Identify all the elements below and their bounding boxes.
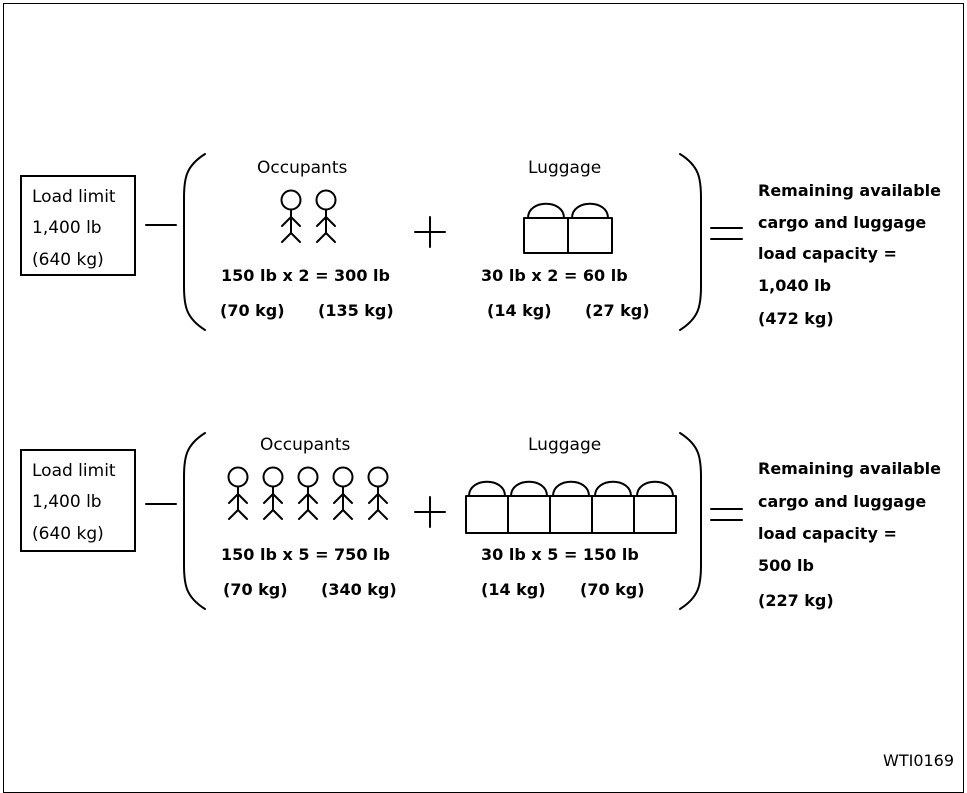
result-line-2: cargo and luggage: [758, 213, 927, 232]
load-limit-kg: (640 kg): [32, 524, 104, 544]
person-icon: [227, 466, 249, 520]
luggage-calc: 30 lb x 2 = 60 lb: [481, 266, 628, 285]
load-limit-lb: 1,400 lb: [32, 218, 102, 238]
luggage-kg-each: (14 kg): [481, 580, 546, 599]
person-icon: [262, 466, 284, 520]
left-paren: [183, 153, 206, 331]
occupants-heading: Occupants: [257, 158, 348, 178]
result-line-3: load capacity =: [758, 244, 897, 263]
result-line-1: Remaining available: [758, 181, 941, 200]
luggage-icon: [465, 480, 509, 534]
load-limit-box: Load limit 1,400 lb (640 kg): [20, 175, 136, 276]
luggage-icon: [523, 202, 569, 254]
luggage-icon: [567, 202, 613, 254]
luggage-kg-each: (14 kg): [487, 301, 552, 320]
load-limit-box: Load limit 1,400 lb (640 kg): [20, 449, 136, 552]
person-icon: [367, 466, 389, 520]
luggage-kg-total: (70 kg): [580, 580, 645, 599]
luggage-icon: [507, 480, 551, 534]
person-icon: [315, 189, 337, 243]
figure-code: WTI0169: [883, 751, 955, 770]
luggage-heading: Luggage: [528, 435, 602, 455]
luggage-calc: 30 lb x 5 = 150 lb: [481, 545, 639, 564]
load-limit-lb: 1,400 lb: [32, 492, 102, 512]
load-limit-title: Load limit: [32, 461, 116, 481]
occupants-kg-each: (70 kg): [223, 580, 288, 599]
result-line-2: cargo and luggage: [758, 492, 927, 511]
luggage-heading: Luggage: [528, 158, 602, 178]
result-line-4: 500 lb: [758, 556, 814, 575]
result-line-1: Remaining available: [758, 459, 941, 478]
result-line-4: 1,040 lb: [758, 276, 832, 295]
occupants-calc: 150 lb x 2 = 300 lb: [221, 266, 390, 285]
load-limit-kg: (640 kg): [32, 250, 104, 270]
load-limit-title: Load limit: [32, 187, 116, 207]
result-line-5: (472 kg): [758, 309, 834, 328]
occupants-heading: Occupants: [260, 435, 351, 455]
result-line-3: load capacity =: [758, 524, 897, 543]
person-icon: [280, 189, 302, 243]
luggage-icon: [591, 480, 635, 534]
person-icon: [297, 466, 319, 520]
left-paren: [183, 432, 206, 610]
occupants-kg-total: (340 kg): [321, 580, 397, 599]
result-line-5: (227 kg): [758, 591, 834, 610]
luggage-icon: [633, 480, 677, 534]
luggage-icon: [549, 480, 593, 534]
occupants-kg-total: (135 kg): [318, 301, 394, 320]
luggage-kg-total: (27 kg): [585, 301, 650, 320]
occupants-kg-each: (70 kg): [220, 301, 285, 320]
right-paren: [679, 153, 702, 331]
occupants-calc: 150 lb x 5 = 750 lb: [221, 545, 390, 564]
person-icon: [332, 466, 354, 520]
right-paren: [679, 432, 702, 610]
